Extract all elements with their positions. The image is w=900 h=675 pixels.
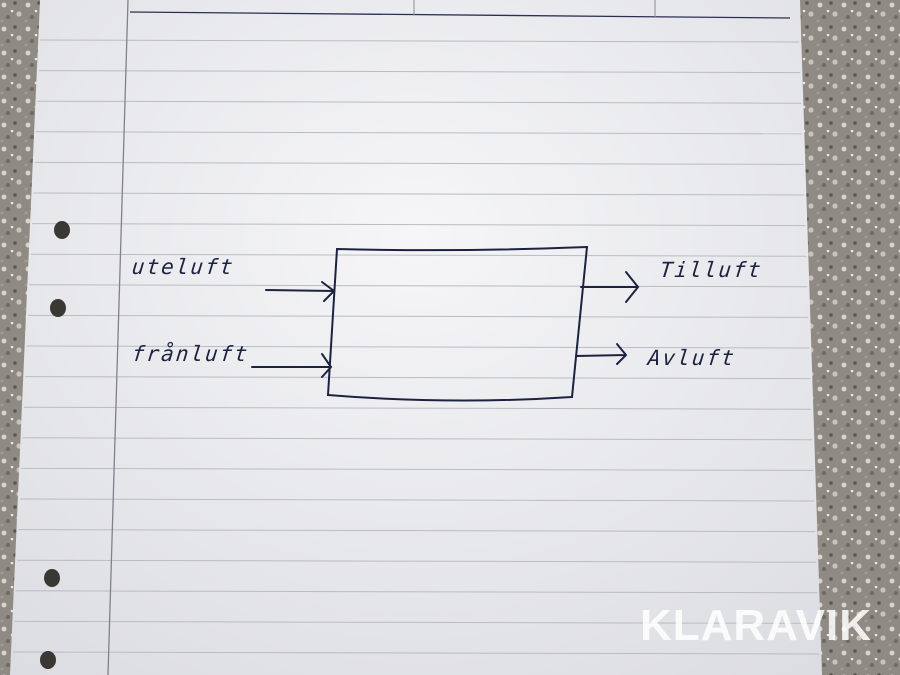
arrow-out-avluft <box>575 343 628 365</box>
margin-line <box>107 0 129 675</box>
ruled-line <box>38 70 801 74</box>
watermark-logo: KLARAVIK <box>639 601 872 650</box>
ruled-line <box>34 161 804 165</box>
label-tilluft: Tilluft <box>658 258 764 282</box>
process-box <box>326 245 589 402</box>
header-line <box>129 11 791 19</box>
ruled-line <box>22 437 813 441</box>
arrow-out-tilluft <box>580 271 640 303</box>
ruled-line <box>13 651 820 655</box>
ruled-line <box>27 314 809 318</box>
ruled-line <box>29 284 808 288</box>
ruled-line <box>33 192 805 196</box>
ruled-line <box>21 467 814 471</box>
ruled-line <box>15 590 818 594</box>
ruled-line <box>19 498 815 502</box>
label-franluft: frånluft <box>130 342 251 366</box>
ruled-line <box>32 223 806 227</box>
ruled-line <box>37 100 802 104</box>
ruled-line <box>25 376 811 380</box>
label-uteluft: uteluft <box>130 255 236 279</box>
ruled-lines <box>13 39 820 655</box>
ruled-line <box>30 253 807 257</box>
arrow-in-franluft <box>251 353 333 378</box>
arrow-in-uteluft <box>265 281 336 302</box>
paper-sheet <box>10 0 822 675</box>
label-avluft: Avluft <box>646 346 738 370</box>
ruled-line <box>17 559 817 563</box>
ruled-line <box>23 406 812 410</box>
ruled-line <box>14 620 819 624</box>
punch-holes <box>40 221 70 669</box>
ruled-line <box>18 529 816 533</box>
ruled-line <box>36 131 803 135</box>
ruled-line <box>26 345 810 349</box>
ruled-line <box>40 39 800 43</box>
